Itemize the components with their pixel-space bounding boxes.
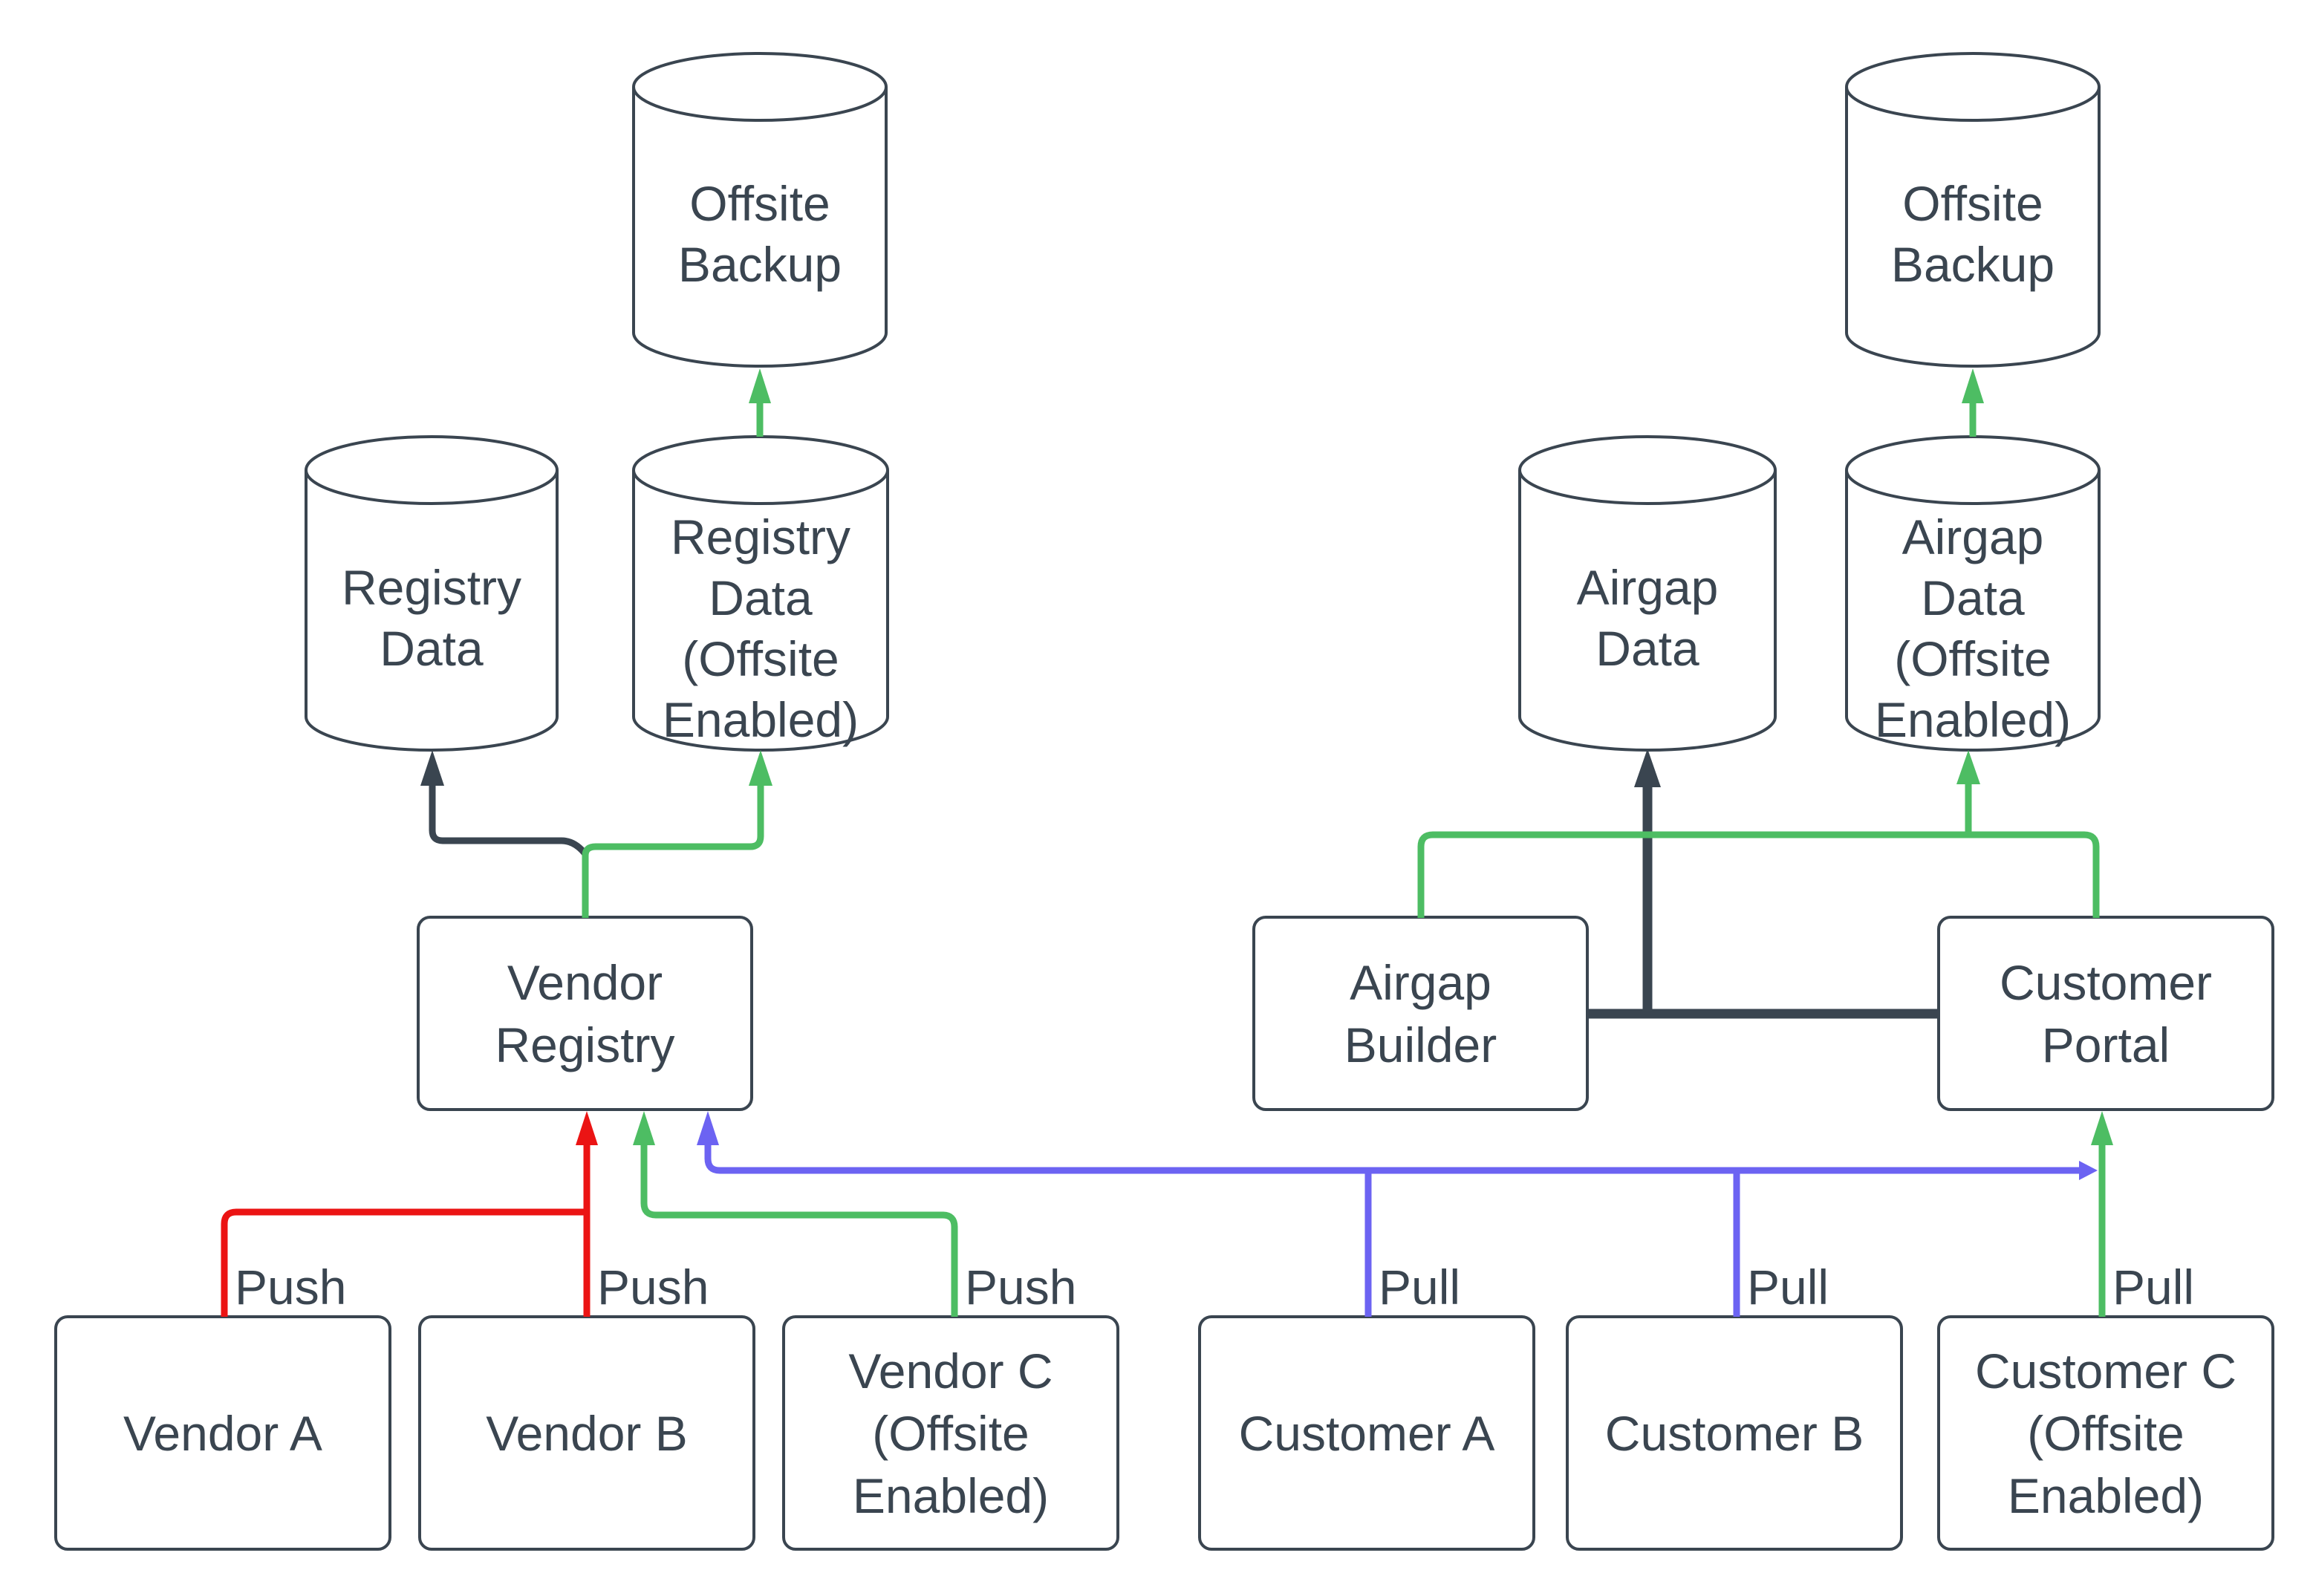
airgap-data-label: Airgap Data (1576, 560, 1719, 676)
customer-c-box (1937, 1315, 2274, 1551)
arrowhead-pull-purple (697, 1111, 719, 1145)
arrowhead-pull-customer-c (2091, 1111, 2113, 1145)
vendor-c-box (782, 1315, 1119, 1551)
vendor-c-label: Vendor C (Offsite Enabled) (848, 1343, 1053, 1523)
arrowhead-offsite-backup-left (749, 368, 771, 403)
airgap-data-cylinder (1518, 435, 1777, 752)
customer-portal-label: Customer Portal (1999, 954, 2213, 1072)
arrowhead-registry-data-offsite (749, 750, 772, 786)
arrowhead-push-green (633, 1111, 655, 1145)
edge-push-vendor-c (640, 1144, 958, 1317)
airgap-builder-label: Airgap Builder (1344, 954, 1497, 1072)
edge-portal-network (1417, 783, 2100, 918)
offsite-backup-right-cylinder (1845, 52, 2101, 368)
arrowhead-registry-data (420, 750, 444, 786)
offsite-backup-right-label: Offsite Backup (1890, 176, 2055, 292)
customer-a-label: Customer A (1238, 1405, 1495, 1461)
push-label-vendor-c: Push (965, 1260, 1077, 1315)
arrowhead-airgap-data-offsite (1956, 750, 1980, 784)
edge-pull-customer-ab (704, 1144, 2080, 1317)
arrowhead-offsite-backup-right (1962, 368, 1984, 403)
vendor-b-label: Vendor B (486, 1405, 688, 1461)
push-label-vendor-b: Push (597, 1260, 709, 1315)
vendor-a-label: Vendor A (123, 1405, 322, 1461)
customer-b-label: Customer B (1604, 1405, 1864, 1461)
pull-label-customer-b: Pull (1747, 1260, 1829, 1315)
edge-airgap-data (1587, 786, 1939, 1019)
edge-registry-data-offsite (582, 784, 764, 918)
vendor-registry-label: Vendor Registry (495, 954, 675, 1072)
edge-push-vendor-ab (221, 1144, 591, 1317)
push-label-vendor-a: Push (235, 1260, 347, 1315)
registry-data-cylinder (305, 435, 559, 752)
registry-data-label: Registry Data (341, 560, 522, 676)
customer-c-label: Customer C (Offsite Enabled) (1974, 1343, 2237, 1523)
offsite-backup-left-cylinder (632, 52, 888, 368)
arrowhead-airgap-data (1634, 749, 1661, 787)
airgap-data-offsite-label: Airgap Data (Offsite Enabled) (1874, 509, 2072, 747)
pull-label-customer-c: Pull (2112, 1260, 2195, 1315)
airgap-data-offsite-cylinder (1845, 435, 2101, 752)
arrowhead-push-red (576, 1111, 598, 1145)
edge-registry-data (429, 784, 588, 856)
arrowhead-pull-purple-end (2079, 1161, 2098, 1180)
offsite-backup-left-label: Offsite Backup (677, 176, 842, 292)
pull-label-customer-a: Pull (1379, 1260, 1461, 1315)
registry-data-offsite-label: Registry Data (Offsite Enabled) (662, 509, 859, 747)
